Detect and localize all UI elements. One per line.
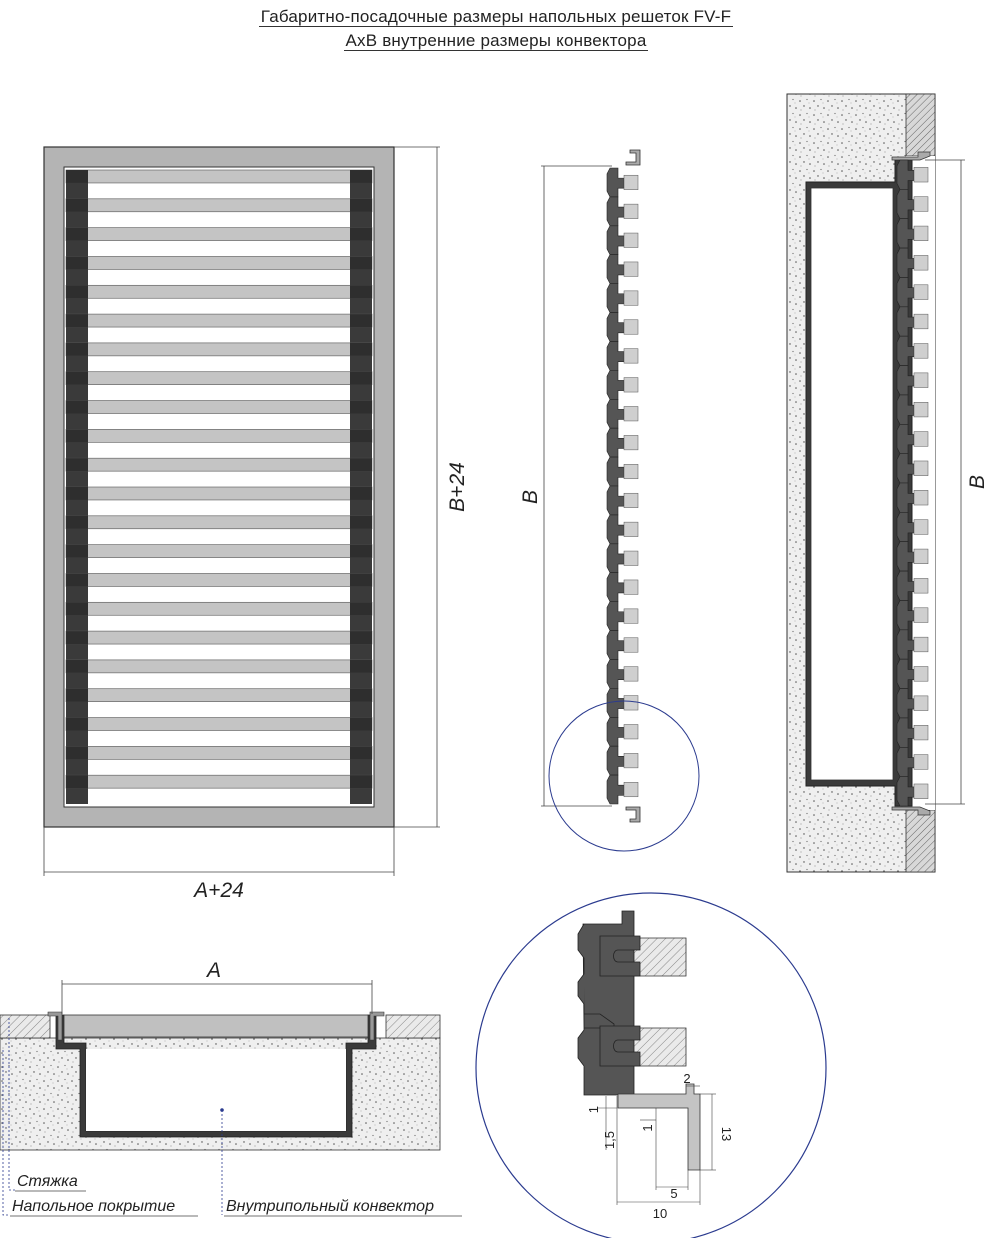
slat-profile	[606, 572, 639, 602]
slat-profile-installed	[896, 453, 929, 484]
floor-cross-section: A Стяжка Напольное покрытие Внутрипольны…	[0, 959, 462, 1217]
slat-profile-installed	[896, 247, 929, 278]
label-floor-covering: Напольное покрытие	[12, 1198, 175, 1215]
grille-slat	[65, 573, 373, 603]
dim-5: 5	[670, 1186, 677, 1201]
grille-slat	[65, 227, 373, 257]
dim-1-b: 1	[640, 1124, 655, 1131]
slat-profile	[606, 630, 639, 660]
grille-slat	[65, 659, 373, 689]
grille-slat	[65, 515, 373, 545]
label-convector: Внутрипольный конвектор	[226, 1198, 434, 1215]
slat-profile-installed	[896, 658, 929, 689]
slat-profile-installed	[896, 512, 929, 543]
dim-1-a: 1	[586, 1106, 601, 1113]
floor-covering-top	[905, 93, 936, 157]
dim-label-b: B	[519, 490, 542, 504]
slat-profile	[606, 398, 639, 429]
slat-profile-installed	[896, 629, 929, 660]
slat-profile	[606, 225, 639, 256]
slat-profile	[606, 716, 639, 747]
slat-profile-installed	[896, 600, 929, 631]
grille-slat	[65, 429, 373, 459]
slat-profile-installed	[896, 776, 929, 807]
grille-plan-view: A+24 B+24	[43, 146, 469, 902]
slat-profile	[606, 774, 639, 805]
slat-profile	[606, 370, 639, 400]
floor-covering-bottom	[905, 809, 936, 873]
slat-profile	[606, 514, 639, 545]
slat-profile-installed	[896, 159, 929, 190]
slat-profile-installed	[896, 189, 929, 220]
grille-slat	[65, 371, 373, 401]
grille-slat	[65, 544, 373, 574]
grille-slat	[65, 486, 373, 516]
slat-profile-installed	[896, 335, 929, 366]
slat-profile	[606, 283, 639, 313]
grille-slat	[65, 774, 373, 804]
slat-profile-installed	[896, 277, 929, 308]
grille-slats	[65, 169, 373, 804]
slat-profile-installed	[896, 218, 929, 249]
slat-profile-installed	[896, 717, 929, 748]
grille-slat	[65, 746, 373, 776]
profile-detail-view: 1 1,5 1 2 13 5 10	[475, 892, 827, 1238]
floor-covering-left	[0, 1014, 51, 1039]
slat-profile-installed	[896, 541, 929, 572]
grille-section	[63, 1014, 369, 1038]
slat-profile	[606, 254, 639, 284]
installed-section-view: B	[786, 93, 989, 873]
slat-profile-installed	[896, 688, 929, 719]
slat-profile	[606, 167, 639, 198]
grille-slat	[65, 717, 373, 747]
slat-profile-installed	[896, 394, 929, 425]
slat-profile	[606, 312, 639, 342]
slat-profile	[606, 456, 639, 487]
slat-profile	[606, 601, 639, 631]
grille-slat	[65, 198, 373, 228]
floor-covering-right	[385, 1014, 441, 1039]
grille-slat	[65, 601, 373, 632]
dim-1-5: 1,5	[602, 1131, 617, 1149]
dim-2: 2	[683, 1071, 690, 1086]
slat-profile-installed	[896, 482, 929, 513]
detail-callout-circle	[548, 700, 700, 852]
slat-profile-installed	[896, 570, 929, 601]
grille-slat	[65, 630, 373, 660]
grille-slat	[65, 342, 373, 372]
label-screed: Стяжка	[17, 1173, 78, 1190]
grille-slat	[65, 256, 373, 286]
slat-profile	[606, 745, 639, 776]
dim-label-height: B+24	[446, 462, 469, 512]
slat-profile	[606, 659, 639, 689]
slat-profile-installed	[896, 365, 929, 396]
title-line-2: AxB внутренние размеры конвектора	[343, 31, 649, 51]
slat-profile	[606, 485, 639, 516]
dim-13: 13	[719, 1127, 734, 1141]
slat-profile-installed	[896, 423, 929, 454]
slat-profiles	[606, 167, 639, 805]
dim-label-a: A	[205, 959, 221, 982]
grille-slat	[65, 688, 373, 718]
slat-profile	[606, 427, 639, 458]
dim-label-b-install: B	[966, 475, 989, 489]
dim-label-width: A+24	[192, 879, 244, 902]
grille-slat	[65, 457, 373, 487]
grille-slat	[65, 400, 373, 430]
grille-slat	[65, 313, 373, 343]
slat-profile-installed	[896, 746, 929, 777]
slat-profile	[606, 688, 639, 718]
grille-slat	[65, 169, 373, 199]
grille-slat	[65, 284, 373, 315]
slat-profile-installed	[896, 306, 929, 337]
slat-profile	[606, 196, 639, 227]
slat-profile	[606, 341, 639, 371]
grille-side-view: B	[519, 149, 700, 852]
dim-10: 10	[653, 1206, 667, 1221]
title-line-1: Габаритно-посадочные размеры напольных р…	[258, 7, 734, 27]
slat-profile	[606, 543, 639, 574]
slat-profiles-installed	[896, 159, 929, 807]
